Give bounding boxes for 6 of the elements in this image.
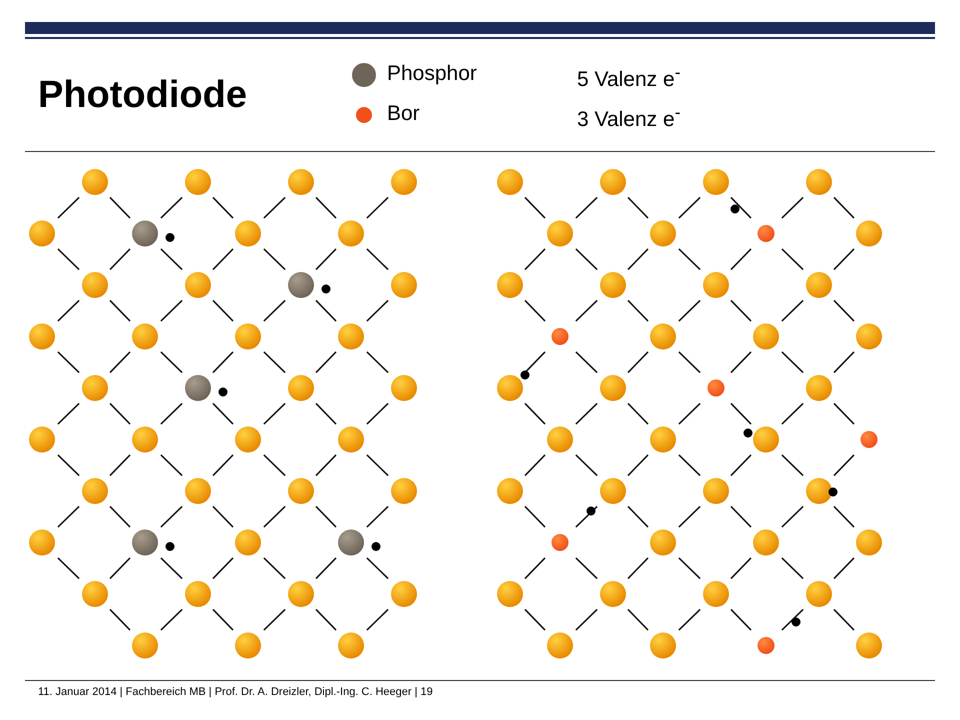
legend-label: Phosphor [387, 62, 477, 86]
valence-note: 5 Valenz e$^{-}$ [577, 62, 681, 92]
slide-title: Photodiode [38, 74, 247, 117]
legend-label: Bor [387, 102, 420, 126]
valence-note: 3 Valenz e$^{-}$ [577, 102, 681, 132]
footer-text: 11. Januar 2014 | Fachbereich MB | Prof. Dr. A. Dreizler, Dipl.-Ing. C. Heeger | 19 [38, 686, 433, 698]
